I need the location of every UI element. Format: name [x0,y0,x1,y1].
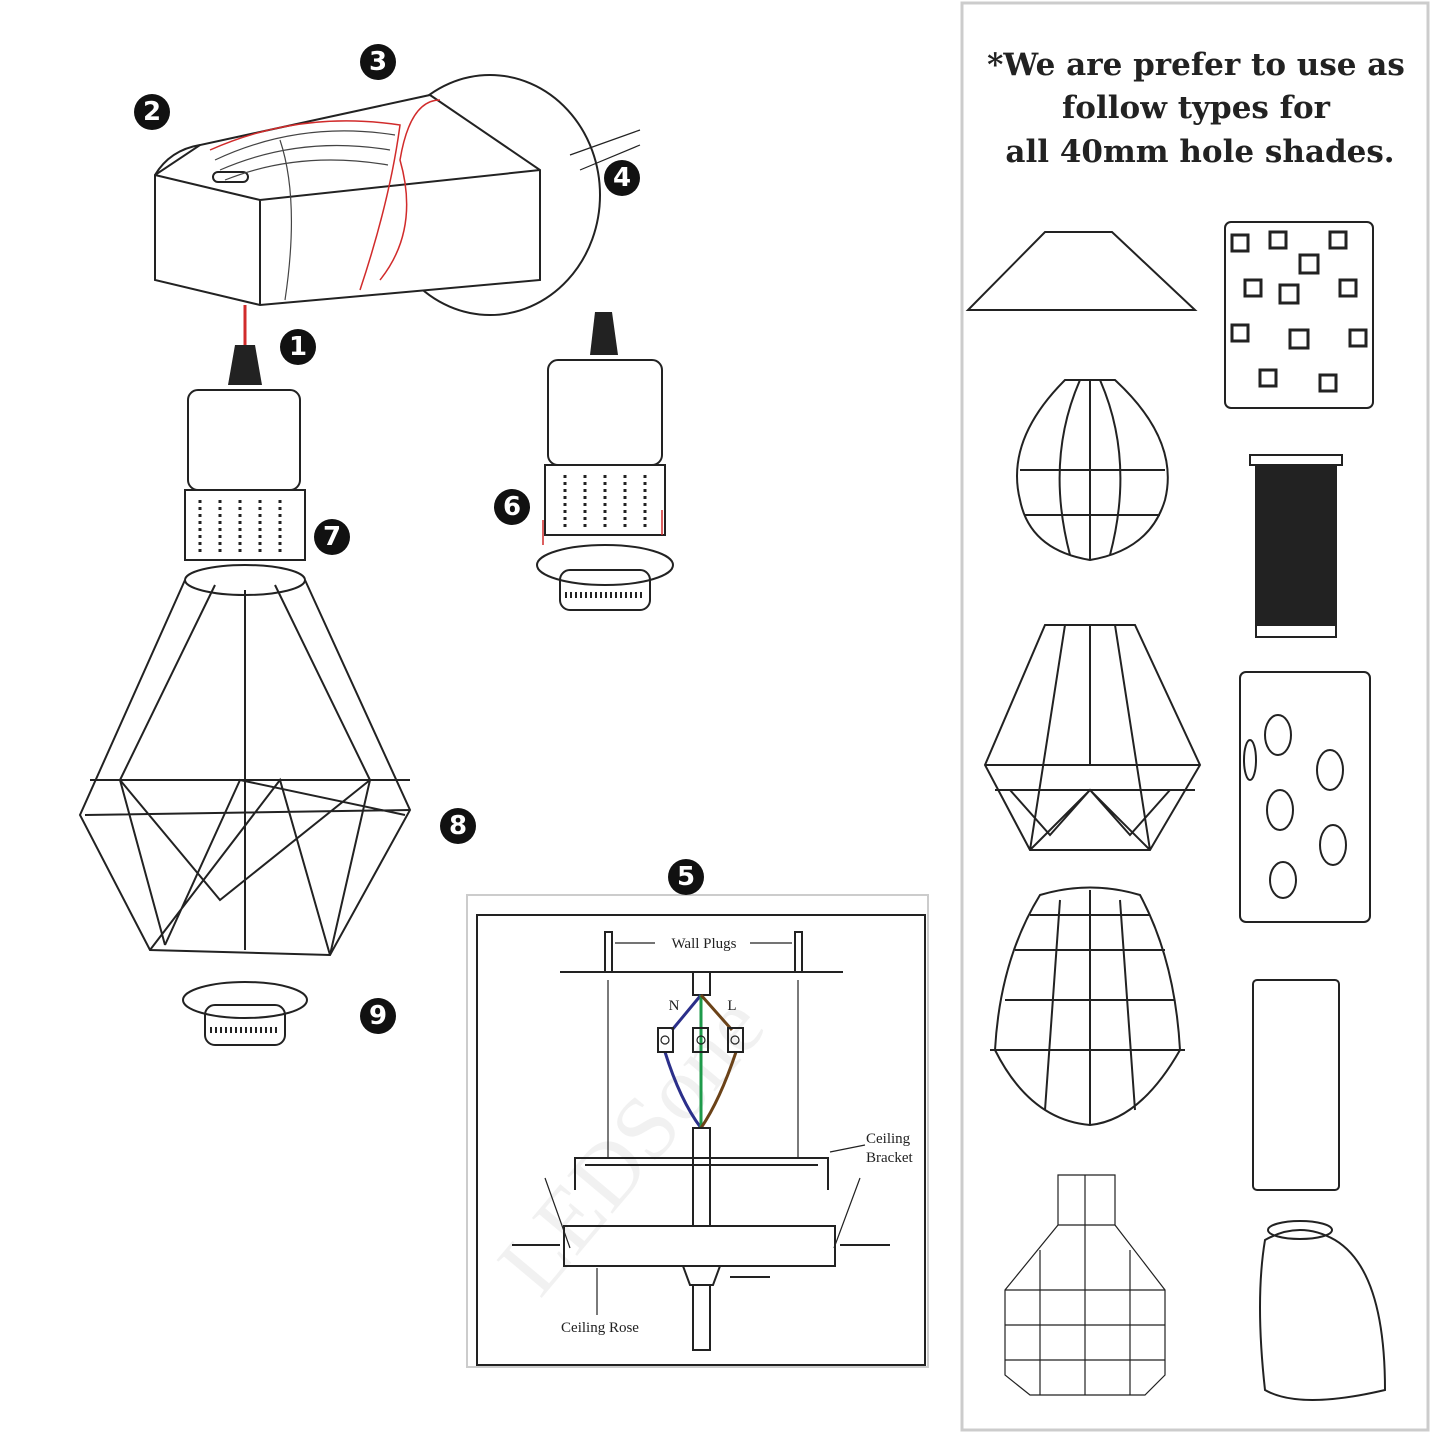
svg-text:6: 6 [503,492,521,522]
ceiling-bracket-label-2: Bracket [866,1150,913,1166]
diamond-cage-shade [78,564,412,957]
step-badge-3: 3 [360,44,396,80]
step-badge-6: 6 [494,489,530,525]
tall-cage [1004,1174,1166,1396]
lamp-holder-detail [536,312,674,611]
oval-cutout-cylinder [1239,671,1371,923]
step-badge-7: 7 [314,519,350,555]
step-badge-8: 8 [440,808,476,844]
wall-plug-left [604,931,613,973]
svg-text:2: 2 [143,97,161,127]
panel-title-line-1: *We are prefer to use as [987,47,1405,83]
svg-text:5: 5 [677,862,695,892]
wall-mount-block [154,74,641,345]
wiring-diagram: LEDSone Wall Plugs N L Ceiling Bracket C… [466,894,929,1368]
mesh-cylinder [1249,454,1343,638]
neutral-label: N [669,998,680,1014]
compatible-shades-panel: *We are prefer to use as follow types fo… [960,1,1430,1432]
step-badge-4: 4 [604,160,640,196]
bell-cage [990,886,1185,1127]
ceiling-bracket-label: Ceiling [866,1131,911,1147]
svg-text:7: 7 [323,522,341,552]
panel-title-line-3: all 40mm hole shades. [1005,134,1394,170]
terminal-block [657,1027,744,1053]
cable-coil [209,99,641,301]
plain-cylinder [1252,979,1340,1191]
svg-text:8: 8 [449,811,467,841]
step-badge-2: 2 [134,94,170,130]
shade-ring [182,981,308,1046]
ceiling-rose-label: Ceiling Rose [561,1320,639,1336]
wall-plugs-label: Wall Plugs [671,936,736,952]
pear-cage [1016,379,1169,562]
step-badges: 1 2 3 4 5 6 7 8 9 [134,44,704,1034]
svg-text:9: 9 [369,1001,387,1031]
square-cutout-cylinder [1224,221,1374,409]
ceiling-bracket [574,1157,829,1190]
step-badge-5: 5 [668,859,704,895]
panel-title-line-2: follow types for [1062,90,1331,126]
svg-text:3: 3 [369,47,387,77]
cone-shade [965,231,1198,311]
step-badge-9: 9 [360,998,396,1034]
live-label: L [727,998,736,1014]
dome-glass [1259,1220,1387,1401]
lamp-holder [184,345,306,561]
svg-text:4: 4 [613,163,631,193]
svg-text:1: 1 [289,332,307,362]
wall-plug-right [794,931,803,973]
step-badge-1: 1 [280,329,316,365]
diamond-cage [983,624,1202,851]
